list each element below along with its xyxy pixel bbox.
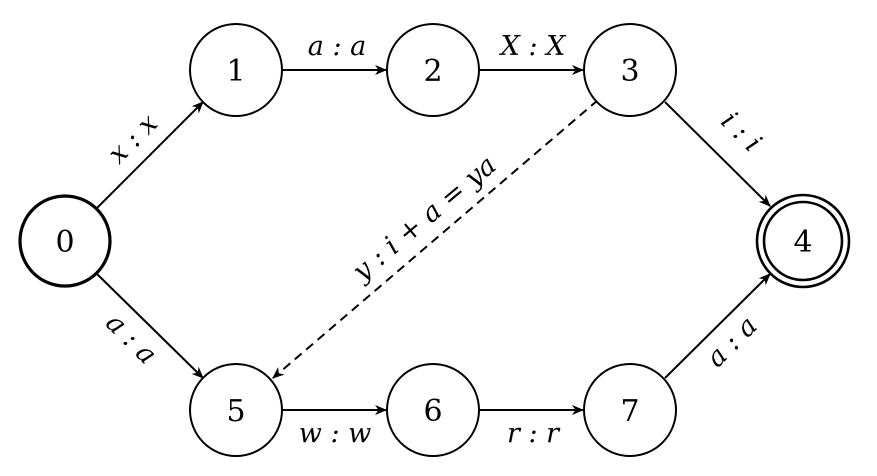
state-6: 6 [386,363,480,457]
edge-label-7-4: a : a [700,310,763,373]
transition-lines [96,65,771,415]
state-3-circle [583,23,677,117]
edge-3-4 [664,101,771,207]
edge-label-6-7: r : r [507,418,561,449]
edge-label-0-1: x : x [102,108,164,170]
state-0-label: 0 [55,225,74,260]
state-5: 5 [189,363,283,457]
state-7-label: 7 [620,394,639,429]
edge-7-4 [664,273,771,379]
state-4-inner-circle [762,200,844,282]
edge-label-1-2: a : a [308,31,366,62]
state-1: 1 [189,23,283,117]
state-1-label: 1 [226,54,245,89]
edge-label-5-6: w : w [299,418,371,449]
edge-label-0-5: a : a [99,307,162,370]
state-4: 4 [755,193,851,289]
edge-label-3-5: y : i + a = ya [346,150,502,288]
state-2-label: 2 [423,54,442,89]
state-7-circle [583,363,677,457]
state-5-circle [189,363,283,457]
state-0-circle [18,194,112,288]
state-3: 3 [583,23,677,117]
edge-3-5 [272,99,599,379]
states: 0 1 2 3 4 5 6 7 [18,23,851,457]
state-3-label: 3 [620,54,639,89]
edge-label-2-3: X : X [499,31,567,62]
edge-label-3-4: i : i [715,106,768,159]
state-0: 0 [18,194,112,288]
state-2-circle [386,23,480,117]
state-1-circle [189,23,283,117]
state-7: 7 [583,363,677,457]
state-6-circle [386,363,480,457]
edge-0-1 [96,101,204,209]
edge-0-5 [96,273,204,379]
state-6-label: 6 [423,394,442,429]
state-5-label: 5 [226,394,245,429]
state-4-label: 4 [793,225,812,260]
state-2: 2 [386,23,480,117]
